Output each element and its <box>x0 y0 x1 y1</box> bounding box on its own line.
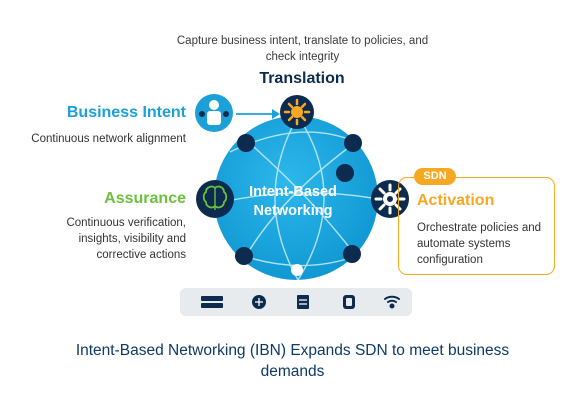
translation-icon <box>280 95 314 129</box>
switch-icon <box>201 296 223 308</box>
sdn-box <box>398 177 555 275</box>
sdn-badge: SDN <box>414 168 456 185</box>
user-icon <box>195 94 233 132</box>
gear-icon <box>371 180 409 218</box>
brain-icon <box>196 180 234 218</box>
network-node <box>344 134 362 152</box>
network-node <box>235 247 253 265</box>
assurance-title: Assurance <box>104 190 186 207</box>
business-intent-title: Business Intent <box>66 104 186 121</box>
device-bar <box>180 288 412 316</box>
router-icon <box>252 295 266 309</box>
wireless-icon <box>384 295 400 309</box>
access-point-icon <box>343 295 355 309</box>
business-intent-description: Continuous network alignment <box>31 133 186 145</box>
server-icon <box>297 295 309 309</box>
core-label: Intent-Based Networking <box>249 184 337 219</box>
activation-description: Orchestrate policies and automate system… <box>417 222 542 266</box>
assurance-description: Continuous verification, insights, visib… <box>66 217 186 261</box>
network-node <box>343 245 361 263</box>
intent-arrow <box>236 109 280 119</box>
footer-caption: Intent-Based Networking (IBN) Expands SD… <box>75 342 510 380</box>
translation-title: Translation <box>259 70 345 87</box>
network-nodes <box>235 134 362 276</box>
activation-title: Activation <box>417 192 495 209</box>
translation-caption: Capture business intent, translate to po… <box>176 35 429 63</box>
network-node <box>291 264 303 276</box>
network-node <box>237 134 255 152</box>
network-node <box>336 164 354 182</box>
